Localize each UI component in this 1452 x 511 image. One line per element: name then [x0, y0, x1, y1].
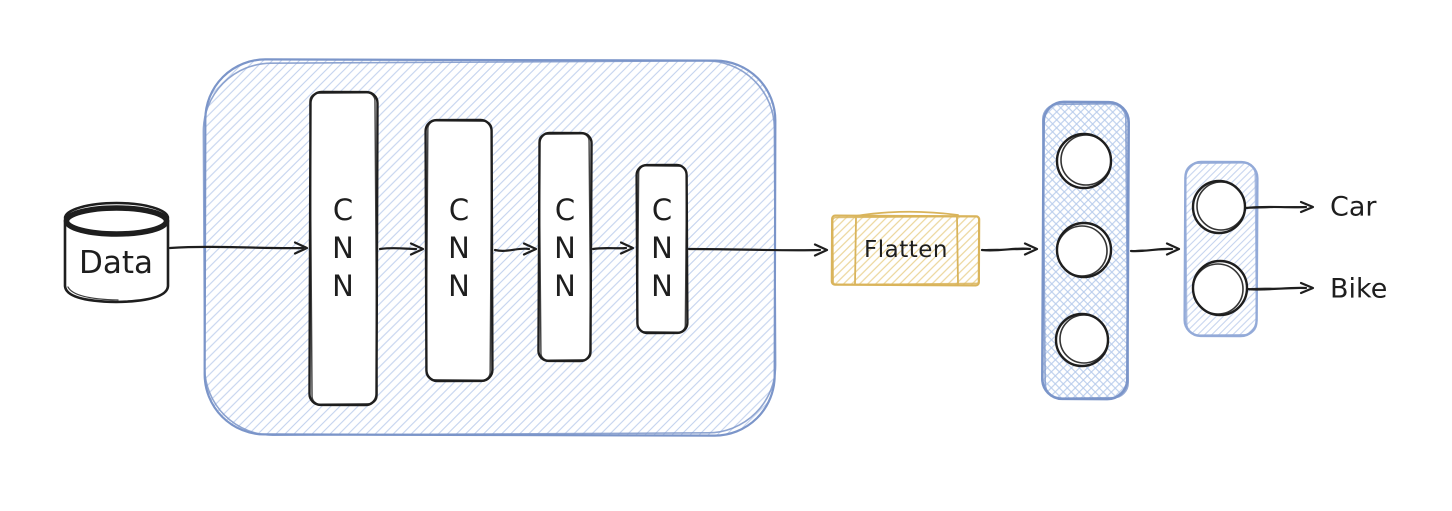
cnn-bar-4-sketch: [636, 165, 688, 333]
flatten-label: Flatten: [864, 237, 948, 263]
dense-layer-2: [1183, 160, 1259, 338]
dense-layer-1-sketch: [1042, 102, 1130, 400]
arrow-cnn1-to-cnn2: [378, 242, 425, 256]
arrow-shaft: [378, 247, 418, 251]
neuron-2-1: [1191, 179, 1247, 235]
output-label-bike: Bike: [1330, 274, 1387, 305]
arrow-head: [1299, 200, 1315, 214]
cnn-bar-4: C N N: [635, 163, 689, 335]
neuron-circle-sketch: [1059, 314, 1109, 364]
neuron-circle-sketch: [1192, 263, 1244, 315]
arrow-cnn4-to-flatten: [687, 243, 829, 257]
neuron-2-2: [1191, 259, 1249, 317]
flatten-right-edge: [956, 216, 959, 285]
arrow-shaft-sketch: [1246, 287, 1307, 290]
cnn-bar-2-sketch: [425, 120, 493, 381]
data-store-body: [63, 218, 170, 304]
cnn-bar-1-box: [308, 90, 379, 407]
arrow-head: [1023, 242, 1039, 256]
arrow-shaft-sketch: [1130, 248, 1173, 252]
flatten-box-sketch: [832, 215, 980, 286]
data-store-lid-band: [63, 205, 170, 237]
dense-layer-1: [1041, 100, 1130, 401]
cnn-bar-2-box: [424, 118, 494, 383]
cnn-bar-3-letter: N: [554, 269, 576, 303]
arrow-shaft: [493, 247, 531, 252]
cnn-bar-2-letter: N: [448, 269, 470, 303]
arrow-head: [522, 242, 538, 256]
arrow-shaft: [591, 246, 628, 251]
arrow-shaft: [687, 247, 822, 252]
arrow-head: [1165, 242, 1181, 256]
data-store-node: Data: [63, 201, 170, 304]
output-label-car: Car: [1330, 192, 1377, 223]
flatten-node: Flatten: [830, 210, 981, 287]
cnn-bar-1-sketch: [309, 92, 378, 405]
arrow-dense1-to-dense2: [1129, 242, 1181, 256]
arrow-cnn3-to-cnn4: [591, 241, 635, 255]
neuron-circle-sketch: [1060, 134, 1112, 186]
cnn-bar-2: C N N: [424, 118, 494, 383]
neuron-1-1: [1055, 132, 1113, 190]
neuron-circle-sketch: [1056, 225, 1108, 277]
cnn-bar-3: C N N: [537, 131, 593, 363]
cnn-bar-4-letter: N: [651, 269, 673, 303]
arrow-dense2-to-car: [1244, 200, 1315, 214]
arrow-head: [1299, 281, 1315, 295]
data-store-body-sketch: [67, 286, 119, 301]
cnn-block-container-outline: [202, 60, 777, 436]
arrow-data-to-cnn1: [168, 241, 309, 255]
cnn-bar-2-letter: C: [449, 193, 469, 227]
arrow-flatten-to-dense1: [980, 242, 1039, 256]
dense-layer-2-sketch: [1184, 162, 1258, 336]
arrow-head: [813, 243, 829, 257]
cnn-bar-1-letter: N: [332, 269, 354, 303]
data-store-label: Data: [79, 245, 153, 281]
cnn-bar-1-letter: N: [332, 231, 354, 265]
cnn-bar-3-box: [537, 131, 593, 363]
arrow-dense2-to-bike: [1245, 281, 1315, 295]
arrow-cnn2-to-cnn3: [493, 242, 538, 256]
arrow-head: [619, 241, 635, 255]
cnn-bar-2-letter: N: [448, 231, 470, 265]
cnn-bar-3-letter: C: [555, 193, 575, 227]
neuron-1-2: [1055, 221, 1113, 279]
cnn-bar-4-letter: N: [651, 231, 673, 265]
cnn-bar-3-letter: N: [554, 231, 576, 265]
flatten-left-edge: [854, 217, 857, 285]
flatten-top-bow: [855, 210, 959, 217]
arrow-head: [409, 242, 425, 256]
cnn-bar-3-sketch: [538, 133, 592, 361]
cnn-bar-1: C N N: [308, 90, 379, 407]
arrow-head: [293, 241, 309, 255]
arrow-shaft: [168, 245, 305, 250]
arrow-shaft-sketch: [1245, 206, 1307, 209]
neuron-circle-sketch: [1196, 181, 1246, 231]
cnn-bar-4-letter: C: [652, 193, 672, 227]
cnn-bar-4-box: [635, 163, 689, 335]
cnn-bar-1-letter: C: [333, 193, 353, 227]
arrow-shaft-sketch: [981, 248, 1031, 251]
neuron-1-3: [1054, 312, 1110, 368]
